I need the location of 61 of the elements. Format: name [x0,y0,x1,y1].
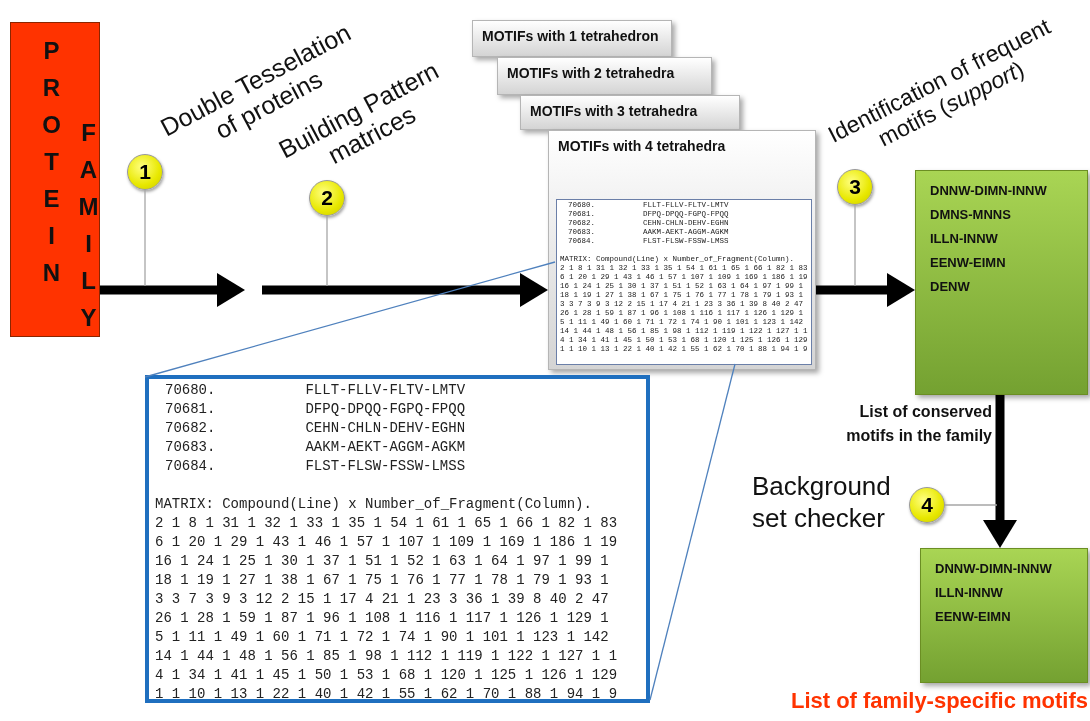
compound-id: 70682. [164,419,217,438]
fragment-sequence: CEHN-CHLN-DEHV-EGHN [305,419,466,438]
family-box [10,22,100,337]
leader-line [326,215,328,287]
matrix-row-text: 6 1 20 1 29 1 43 1 46 1 57 1 107 1 109 1 169 1 186 1 19 [155,533,619,552]
motif-label: DNNW-DIMN-INNW [935,561,1053,576]
matrix-text-box [556,199,812,365]
box-caption: List of conserved motifs in the family [845,402,992,446]
compound-id: 70680. [164,381,217,400]
stacked-card [548,130,816,370]
arrow [262,273,548,307]
zoom-line [144,261,556,378]
vertical-label: FAMILY [74,119,102,341]
matrix-row-text: 4 1 34 1 41 1 45 1 50 1 53 1 68 1 120 1 125 1 126 1 129 [155,666,619,685]
matrix-text-box [145,375,650,703]
motif-label: DMNS-MNNS [930,207,1012,222]
arrow [983,395,1017,548]
card-title: MOTIFs with 3 tetrahedra [530,103,698,119]
motif-label: DENW [930,279,971,294]
vertical-label: PROTEIN [37,37,65,296]
matrix-row-text: 16 1 24 1 25 1 30 1 37 1 51 1 52 1 63 1 64 1 97 1 99 1 [155,552,610,571]
fragment-sequence: DFPQ-DPQQ-FGPQ-FPQQ [305,400,466,419]
matrix-row-text: 3 3 7 3 9 3 12 2 15 1 17 4 21 1 23 3 36 1 39 8 40 2 47 [155,590,610,609]
card-title: MOTIFs with 2 tetrahedra [507,65,675,81]
matrix-row-text: 2 1 8 1 31 1 32 1 33 1 35 1 54 1 61 1 65 1 66 1 82 1 83 [155,514,619,533]
leader-line [144,189,146,287]
compound-id: 70683. [164,438,217,457]
matrix-row-text: 5 1 11 1 49 1 60 1 71 1 72 1 74 1 90 1 101 1 123 1 142 [155,628,610,647]
matrix-header: MATRIX: Compound(Line) x Number_of_Fragment(Column). [155,495,593,514]
leader-line [854,204,856,287]
stacked-card [520,95,740,130]
compound-id: 70681. [164,400,217,419]
callout-number: 4 [909,487,945,523]
fragment-sequence: FLST-FLSW-FSSW-LMSS [305,457,466,476]
motif-label: EENW-EIMN [930,255,1007,270]
fragment-sequence: AAKM-AEKT-AGGM-AGKM [305,438,466,457]
motif-list-box [920,548,1088,683]
box-caption: List of family-specific motifs [789,687,1088,715]
callout-number: 1 [127,154,163,190]
arrow [816,273,915,307]
leader-line [944,504,998,506]
card-title: MOTIFs with 1 tetrahedron [482,28,659,44]
callout-number: 2 [309,180,345,216]
step-label: Background set checker [752,470,892,534]
card-title: MOTIFs with 4 tetrahedra [558,138,726,154]
callout-number: 3 [837,169,873,205]
arrow [100,273,245,307]
motif-label: EENW-EIMN [935,609,1012,624]
motif-label: DNNW-DIMN-INNW [930,183,1048,198]
stacked-card [497,57,712,95]
motif-list-box [915,170,1088,395]
matrix-row-text: 18 1 19 1 27 1 38 1 67 1 75 1 76 1 77 1 78 1 79 1 93 1 [155,571,610,590]
motif-label: ILLN-INNW [930,231,999,246]
matrix-row-text: 14 1 44 1 48 1 56 1 85 1 98 1 112 1 119 1 122 1 127 1 1 [155,647,619,666]
matrix-row-text: 26 1 28 1 59 1 87 1 96 1 108 1 116 1 117 1 126 1 129 1 [155,609,610,628]
stacked-card [472,20,672,57]
zoom-line [649,363,736,701]
compound-id: 70684. [164,457,217,476]
matrix-row-text: 1 1 10 1 13 1 22 1 40 1 42 1 55 1 62 1 70 1 88 1 94 1 9 [155,685,619,699]
fragment-sequence: FLLT-FLLV-FLTV-LMTV [305,381,466,400]
motif-label: ILLN-INNW [935,585,1004,600]
